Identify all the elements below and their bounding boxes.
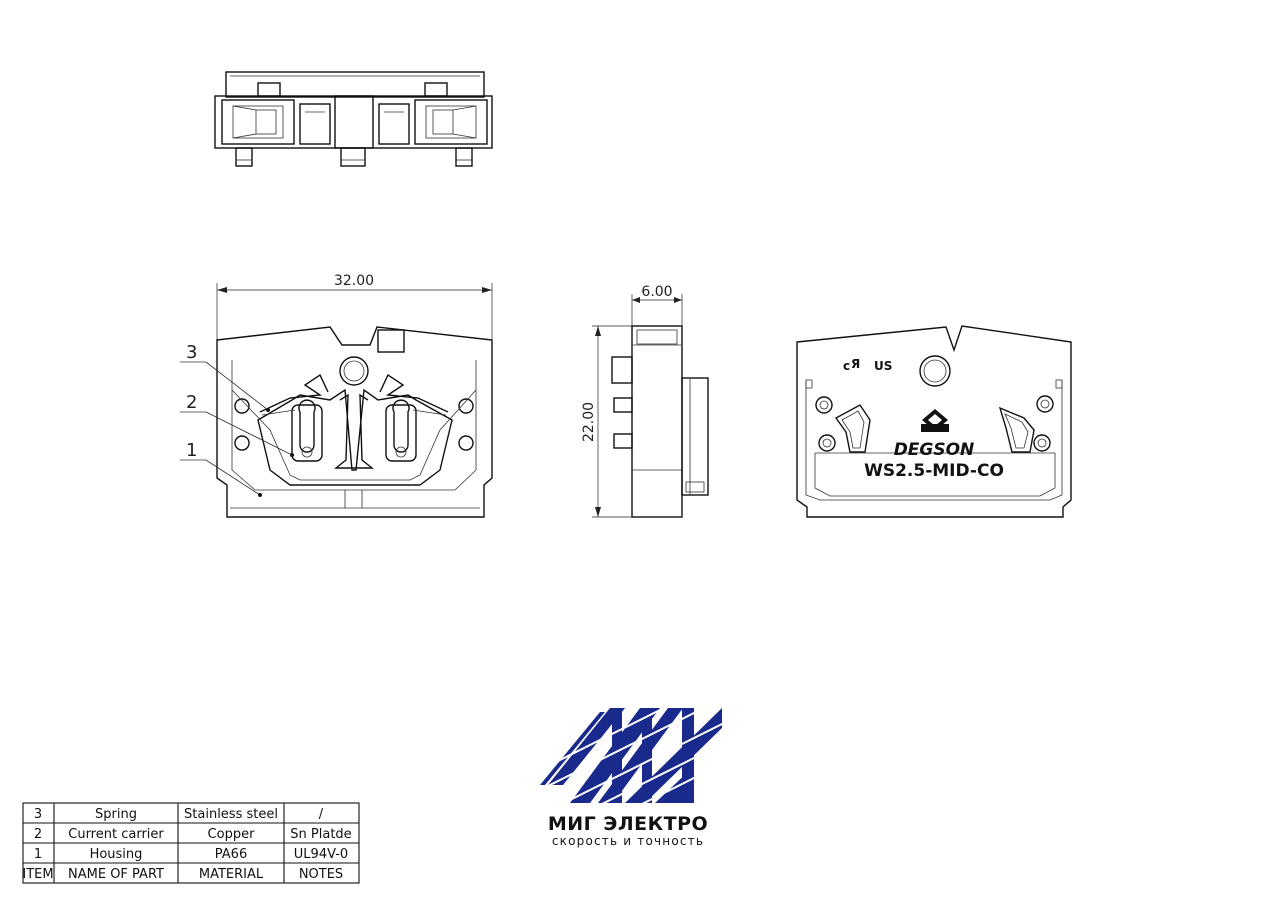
table-header-cell: ITEM	[22, 867, 53, 882]
height-dimension: 22.00	[581, 402, 597, 442]
table-cell: 1	[34, 847, 42, 862]
table-header-cell: NOTES	[299, 867, 343, 882]
callout-1: 1	[186, 440, 197, 461]
table-cell: PA66	[215, 847, 247, 862]
table-cell: Copper	[208, 827, 256, 842]
table-header-row: ITEM NAME OF PART MATERIAL NOTES	[22, 867, 343, 882]
table-row: 2 Current carrier Copper Sn Platde	[34, 827, 352, 842]
table-cell: 3	[34, 807, 42, 822]
table-cell: 2	[34, 827, 42, 842]
cert-us-mark: US	[874, 359, 892, 373]
logo-name: МИГ ЭЛЕКТРО	[548, 813, 708, 835]
table-cell: Spring	[95, 807, 137, 822]
table-row: 1 Housing PA66 UL94V-0	[34, 847, 348, 862]
table-cell: UL94V-0	[294, 847, 348, 862]
callout-2: 2	[186, 392, 197, 413]
rear-view: c Я US DEGSON WS2.5-MID-CO	[796, 325, 1072, 518]
brand-label: DEGSON	[894, 440, 975, 460]
parts-table: 3 Spring Stainless steel / 2 Current car…	[22, 802, 360, 884]
company-logo: МИГ ЭЛЕКТРО скорость и точность	[539, 679, 731, 848]
width-dimension: 32.00	[334, 273, 374, 289]
cert-c-mark: c	[843, 359, 850, 373]
top-view	[214, 71, 493, 167]
callout-3: 3	[186, 342, 197, 363]
table-header-cell: MATERIAL	[199, 867, 264, 882]
side-view: 6.00 22.00	[581, 284, 709, 518]
table-header-cell: NAME OF PART	[68, 867, 164, 882]
model-label: WS2.5-MID-CO	[864, 461, 1004, 481]
table-cell: Housing	[90, 847, 143, 862]
depth-dimension: 6.00	[641, 284, 672, 300]
table-cell: Stainless steel	[184, 807, 278, 822]
table-cell: Sn Platde	[290, 827, 351, 842]
logo-tagline: скорость и точность	[552, 834, 704, 848]
table-row: 3 Spring Stainless steel /	[34, 807, 324, 822]
table-cell: /	[319, 807, 324, 822]
table-cell: Current carrier	[68, 827, 164, 842]
ul-recognized-icon: Я	[851, 357, 860, 371]
front-view: 32.00	[180, 273, 493, 518]
